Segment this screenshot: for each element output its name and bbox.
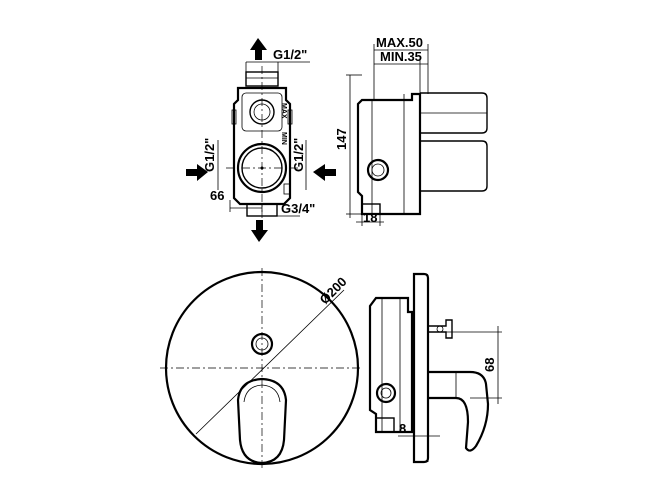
valve-body-side-view	[356, 92, 488, 216]
assembly-side-view	[368, 272, 490, 464]
max-depth-label: MAX.50	[376, 35, 423, 50]
left-inlet-label: G1/2"	[202, 138, 217, 172]
flow-arrow-icon-up	[250, 38, 267, 60]
flow-arrow-icon-left	[186, 164, 208, 181]
bottom-outlet-label: G3/4"	[281, 201, 315, 216]
assembly-dimensions	[398, 326, 502, 462]
cover-plate-front-view	[160, 268, 362, 468]
height-147-label: 147	[334, 128, 349, 150]
depth-18-label: 18	[363, 210, 377, 225]
side-view-dimensions	[346, 44, 429, 226]
flow-arrow-icon-down	[251, 220, 268, 242]
valve-body-front-view: MAX MIN	[226, 66, 298, 222]
flow-arrow-icon-right	[313, 164, 336, 181]
height-68-label: 68	[482, 358, 497, 372]
min-depth-label: MIN.35	[380, 49, 422, 64]
body-mark-min: MIN	[280, 132, 287, 145]
top-inlet-label: G1/2"	[273, 47, 307, 62]
width-66-label: 66	[210, 188, 224, 203]
plate-thickness-label: 8	[399, 421, 406, 436]
right-inlet-label: G1/2"	[291, 138, 306, 172]
body-mark-max: MAX	[280, 103, 287, 119]
front-view-dimensions	[217, 61, 310, 217]
